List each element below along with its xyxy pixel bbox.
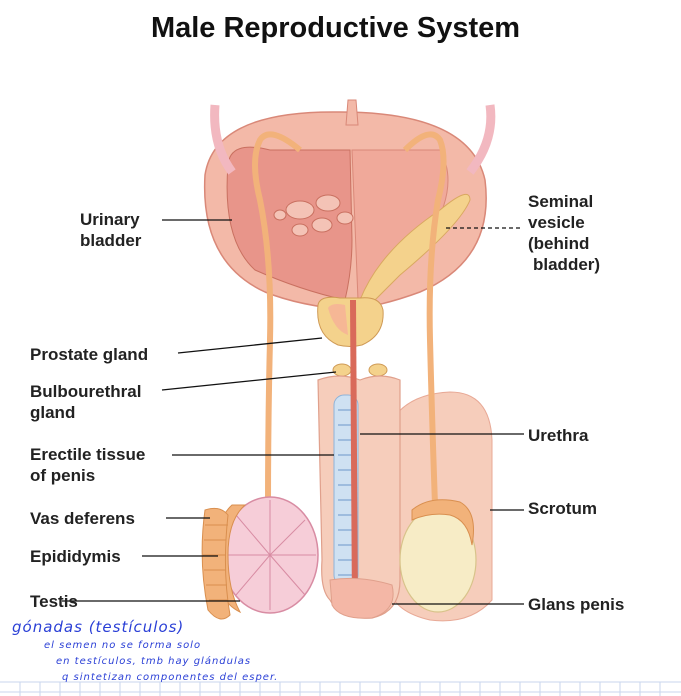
bulbourethral-right — [368, 363, 388, 377]
grid-paper — [0, 681, 681, 696]
label-vas-deferens: Vas deferens — [30, 509, 135, 528]
vas-deferens-left — [252, 131, 302, 509]
epididymis-coil — [201, 507, 231, 620]
urethra-shape — [350, 300, 358, 612]
label-erectile-tissue: Erectile tissue of penis — [30, 445, 146, 485]
label-seminal-vesicle: Seminal vesicle (behind bladder) — [528, 192, 601, 274]
label-scrotum: Scrotum — [528, 499, 597, 518]
glans-shape — [329, 577, 394, 619]
diagram-title: Male Reproductive System — [150, 12, 521, 44]
handwritten-note-line4: q sintetizan componentes del esper. — [62, 672, 279, 683]
handwritten-note-line1: gónadas (testículos) — [12, 618, 185, 636]
label-testis: Testis — [30, 592, 78, 611]
ureter-left — [210, 104, 236, 175]
seminal-vesicle-right — [359, 193, 471, 311]
label-glans-penis: Glans penis — [528, 595, 625, 614]
handwritten-note-line2: el semen no se forma solo — [44, 640, 202, 651]
ureter-right — [466, 104, 496, 175]
handwritten-note-line3: en testículos, tmb hay glándulas — [56, 656, 252, 667]
vas-deferens-right — [402, 131, 447, 506]
label-epididymis: Epididymis — [30, 547, 121, 566]
bulbourethral-left — [332, 363, 352, 377]
epididymis-right-shape — [411, 499, 474, 546]
label-urinary-bladder: Urinary bladder — [80, 210, 142, 250]
leader-lines — [62, 219, 524, 605]
label-urethra: Urethra — [528, 426, 589, 445]
label-prostate-gland: Prostate gland — [30, 345, 149, 364]
label-bulbourethral-gland: Bulbourethral gland — [30, 382, 142, 422]
